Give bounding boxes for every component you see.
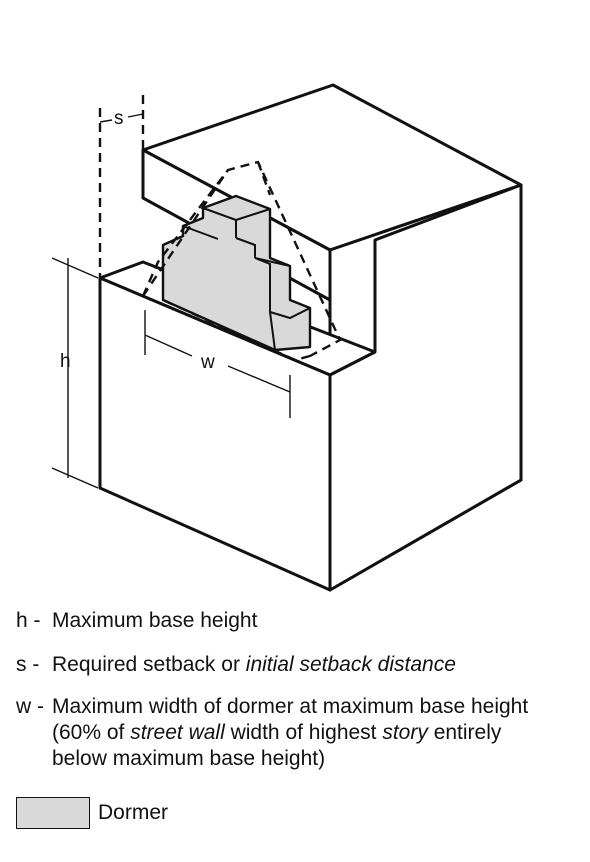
legend-key-h: h - bbox=[16, 609, 41, 632]
s-label: s bbox=[114, 108, 124, 129]
legend-key-w: w - bbox=[16, 695, 44, 718]
h-dimension-line bbox=[51, 257, 99, 489]
h-label: h bbox=[60, 351, 71, 372]
w-dimension-line bbox=[144, 310, 291, 418]
dormer-step-edges bbox=[182, 207, 311, 351]
legend-text-dormer: Dormer bbox=[98, 801, 169, 824]
legend-text-w: Maximum width of dormer at maximum base … bbox=[52, 694, 542, 772]
legend-text-w-part1: Maximum width of dormer at maximum base … bbox=[52, 695, 529, 744]
w-label: w bbox=[200, 352, 215, 373]
legend-item-s: s - Required setback or initial setback d… bbox=[16, 652, 456, 678]
s-dimension-line bbox=[99, 113, 144, 123]
zoning-dormer-diagram: s h w bbox=[51, 83, 523, 592]
envelope-outline bbox=[141, 160, 342, 362]
legend-text-w-italic2: story bbox=[382, 721, 428, 744]
legend-item-dormer: Dormer bbox=[16, 797, 168, 829]
legend-text-s: Required setback or bbox=[52, 653, 246, 676]
legend-key-s: s - bbox=[16, 653, 40, 676]
dormer-swatch bbox=[16, 797, 90, 829]
legend-item-w: w - Maximum width of dormer at maximum b… bbox=[16, 694, 542, 772]
legend-text-w-part2: width of highest bbox=[224, 721, 383, 744]
legend-item-h: h - Maximum base height bbox=[16, 608, 257, 634]
legend-text-h: Maximum base height bbox=[52, 609, 258, 632]
base-right-face bbox=[328, 183, 523, 592]
legend-text-s-italic: initial setback distance bbox=[245, 653, 456, 676]
legend-text-w-italic1: street wall bbox=[130, 721, 225, 744]
legend-text-w-part3: entirely below maximum base height) bbox=[52, 721, 502, 770]
